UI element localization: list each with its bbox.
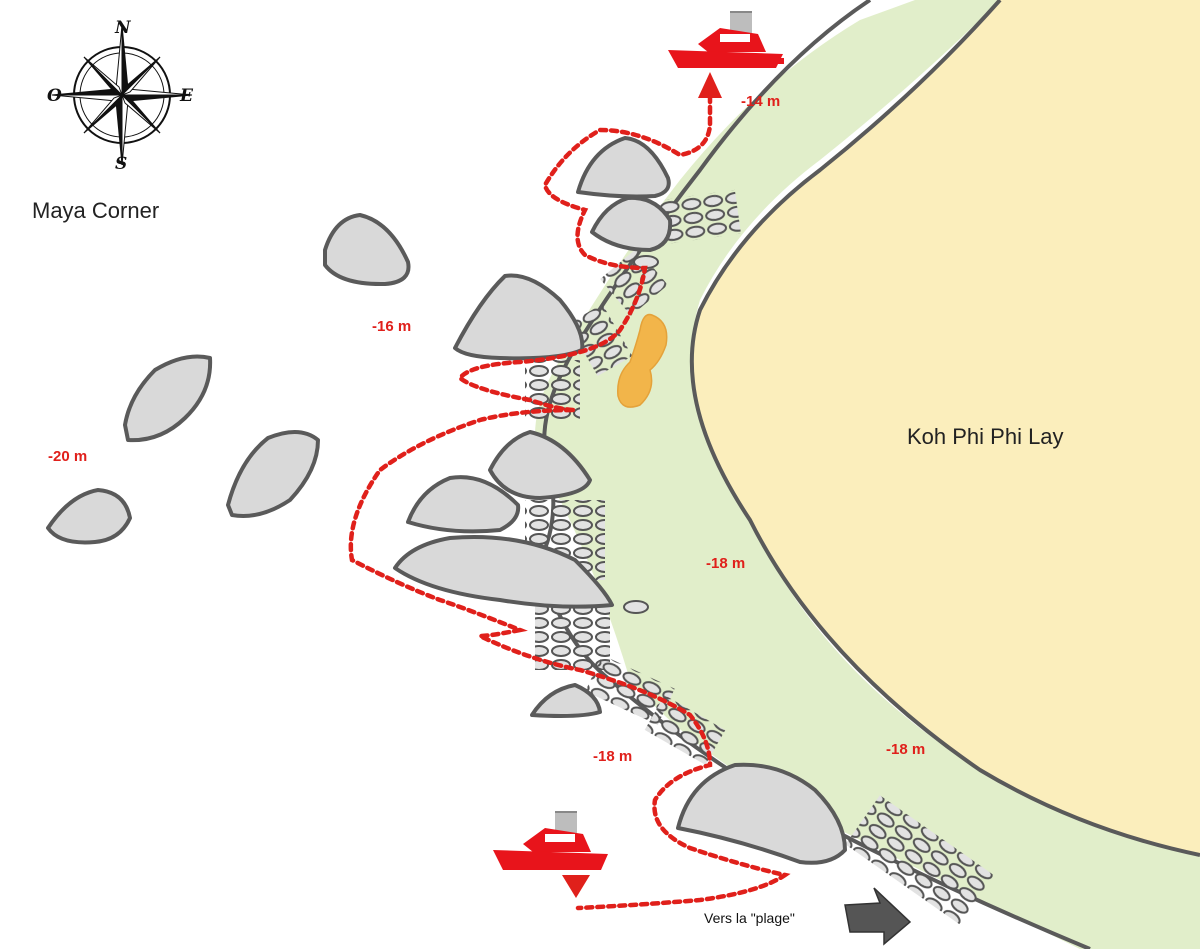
- rock: [406, 475, 521, 534]
- rock: [226, 430, 320, 518]
- compass-west-label: O: [47, 86, 62, 106]
- depth-label: -18 m: [593, 748, 633, 765]
- depth-label: -14 m: [741, 93, 781, 110]
- rock: [590, 195, 673, 252]
- boat-icon: [493, 811, 608, 870]
- site-title: Maya Corner: [32, 198, 160, 223]
- arrow-up-icon: [698, 72, 722, 98]
- depth-label: -18 m: [706, 555, 746, 572]
- rock: [530, 683, 602, 718]
- compass-south-label: S: [115, 154, 128, 174]
- direction-note: Vers la "plage": [704, 910, 795, 926]
- compass-north-label: N: [115, 18, 131, 38]
- rock: [123, 354, 213, 443]
- coral-patch: [617, 313, 668, 408]
- rocks: [46, 136, 847, 865]
- boat-icon: [668, 11, 784, 68]
- depth-label: -20 m: [48, 448, 88, 465]
- rock: [46, 488, 132, 545]
- compass-rose-icon: [51, 24, 193, 166]
- compass-east-label: E: [180, 86, 193, 106]
- island-name: Koh Phi Phi Lay: [907, 424, 1064, 449]
- depth-label: -18 m: [886, 741, 926, 758]
- arrow-right-icon: [844, 887, 912, 946]
- rock: [393, 534, 614, 609]
- arrow-down-icon: [562, 875, 590, 898]
- rock: [676, 762, 847, 865]
- dive-route: [348, 93, 791, 911]
- rock: [453, 273, 585, 361]
- island-sand: [691, 0, 1200, 855]
- rock: [323, 213, 411, 287]
- depth-label: -16 m: [372, 318, 412, 335]
- rock: [488, 430, 592, 500]
- island-shoreline: [689, 0, 1200, 857]
- rock: [576, 136, 671, 199]
